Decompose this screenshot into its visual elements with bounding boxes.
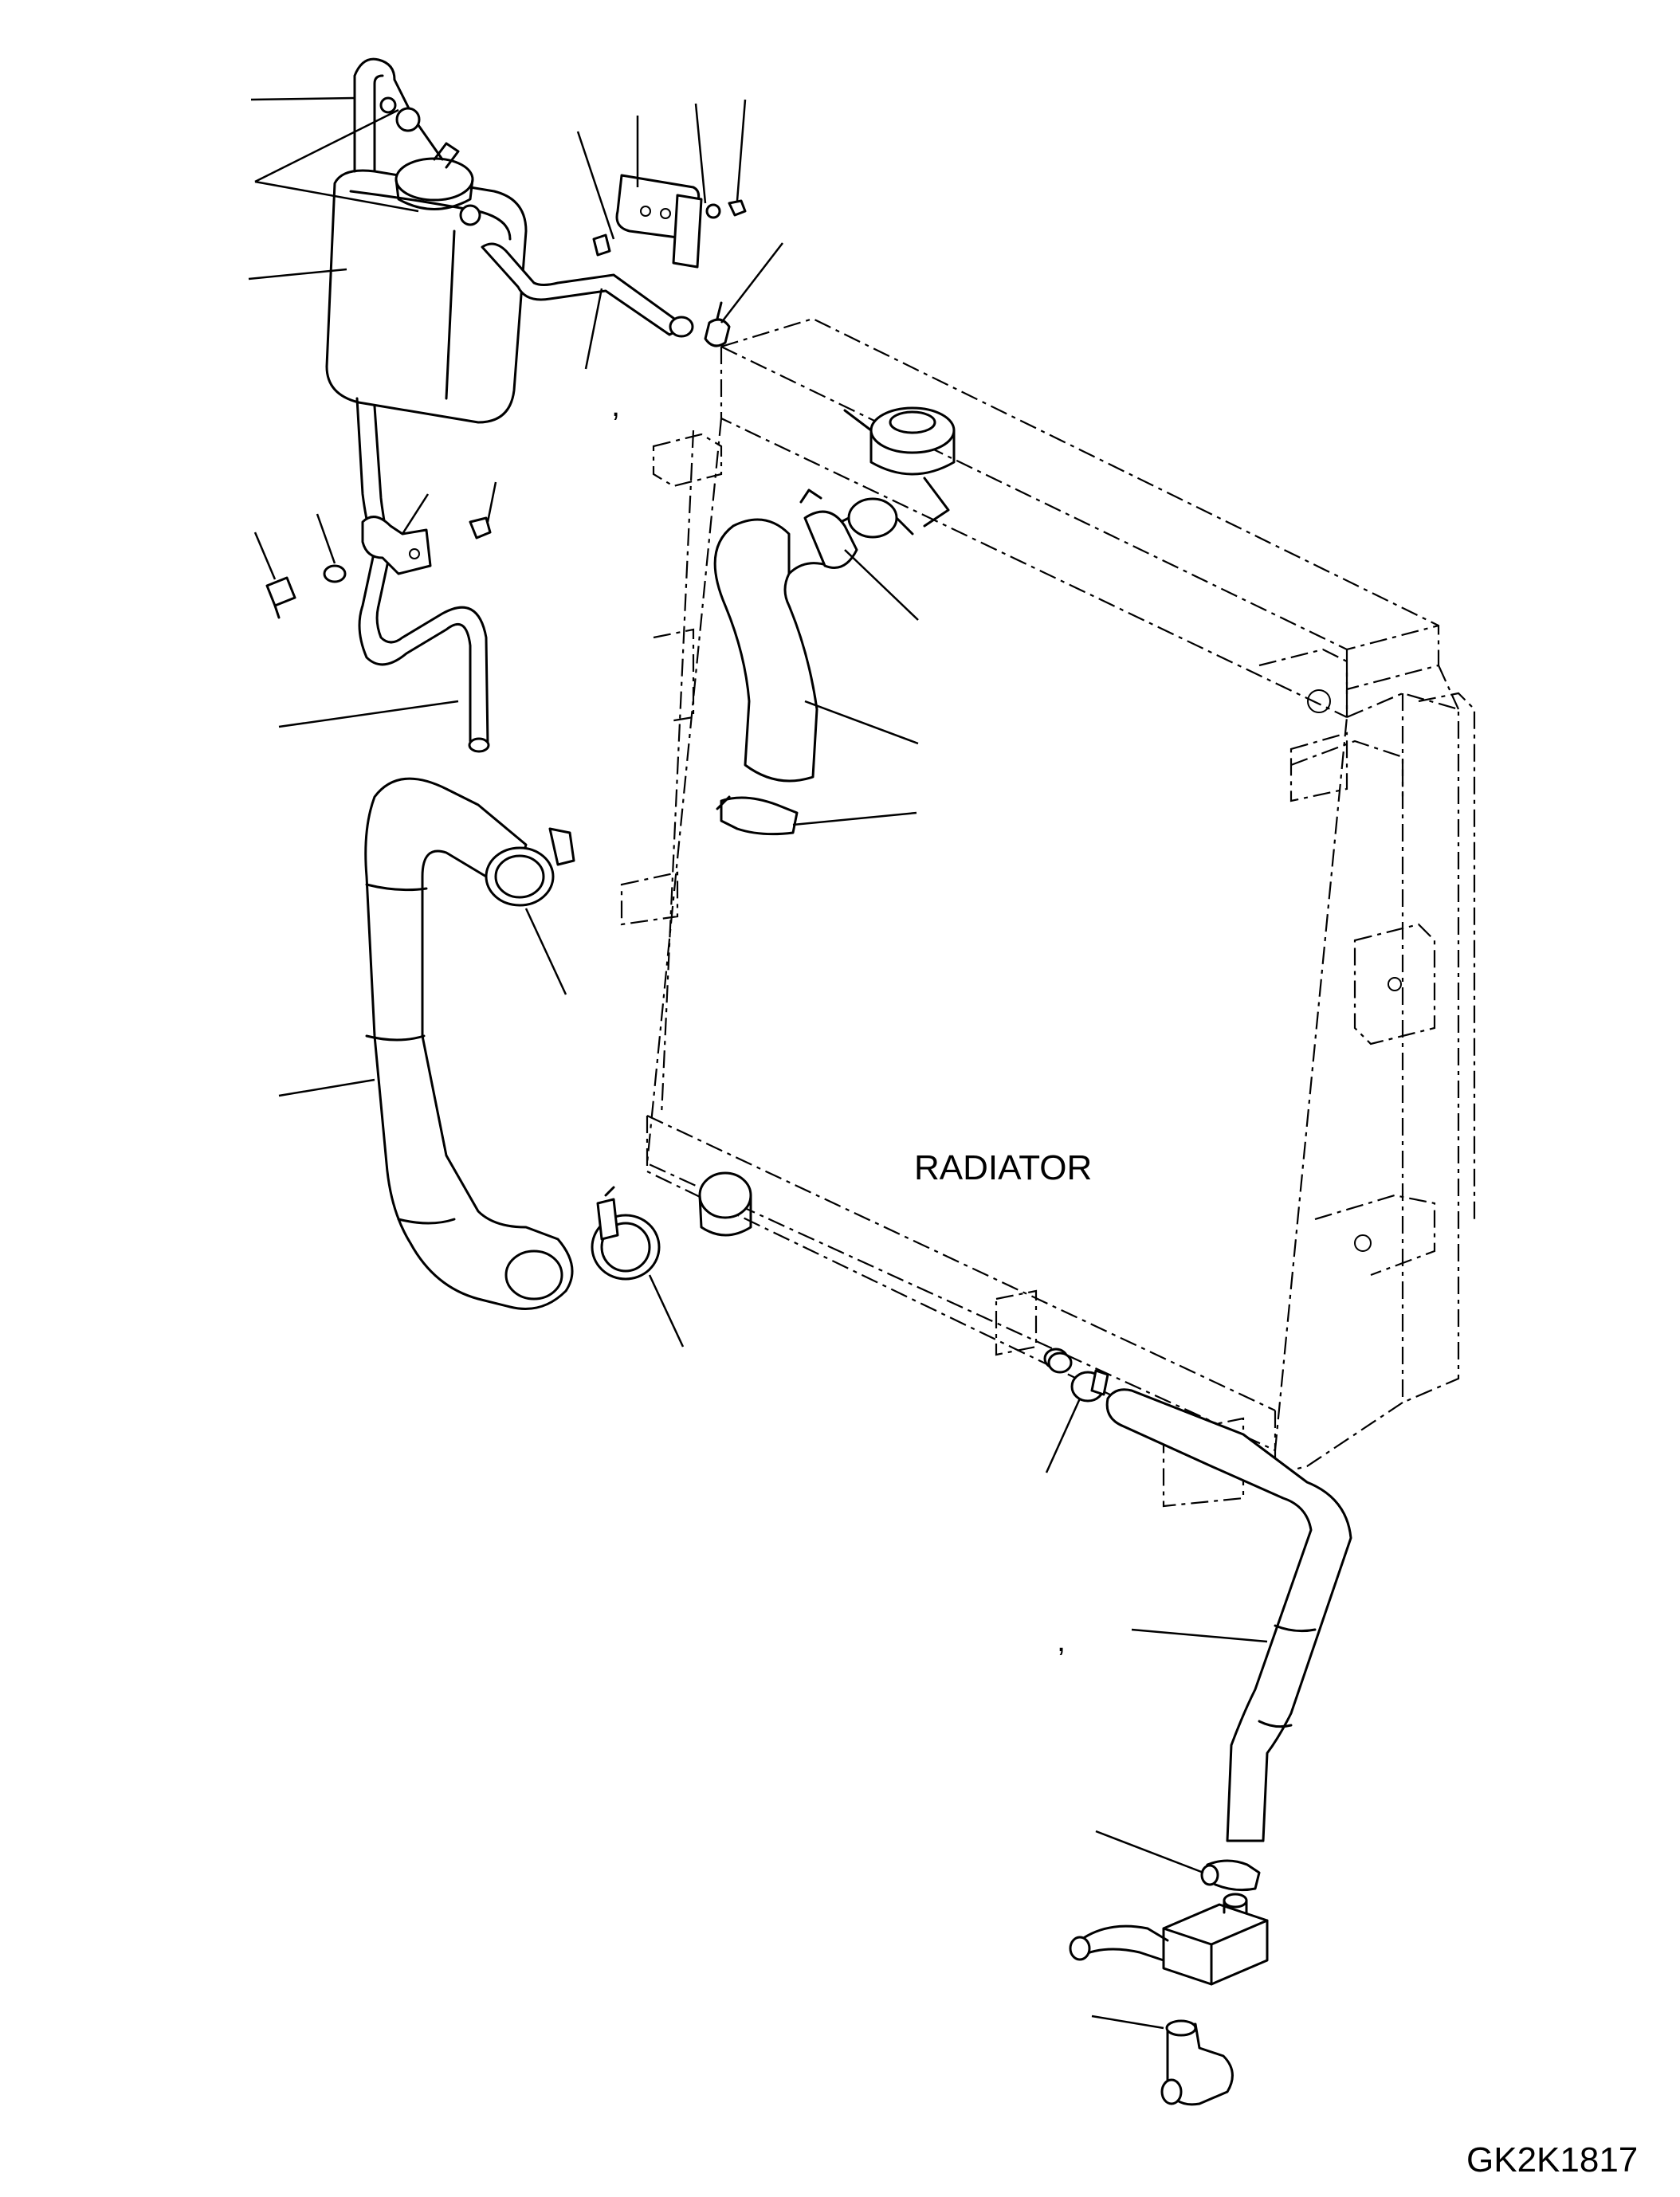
radiator-cap (843, 406, 956, 528)
overflow-tube (353, 57, 444, 173)
lower-hose-clamp (591, 1186, 661, 1281)
tank-lower-tube (265, 397, 492, 753)
bracket-plate (592, 174, 747, 269)
radiator-outline (620, 317, 1476, 1508)
lower-outlet-stub (698, 1171, 752, 1237)
prime-mark-upper: , (611, 388, 620, 423)
leader-lines (248, 96, 1268, 2030)
engine-fitting (1069, 1893, 1269, 2106)
tank-to-radiator-hose (481, 242, 731, 347)
bottom-drain-hose (1047, 1352, 1352, 1892)
reservoir-tank (325, 142, 528, 424)
prime-mark-lower: , (1057, 1623, 1066, 1658)
radiator-label: RADIATOR (914, 1148, 1092, 1187)
lower-radiator-hose (364, 777, 575, 1310)
upper-radiator-hose (713, 488, 858, 836)
drawing-code: GK2K1817 (1466, 2140, 1638, 2179)
